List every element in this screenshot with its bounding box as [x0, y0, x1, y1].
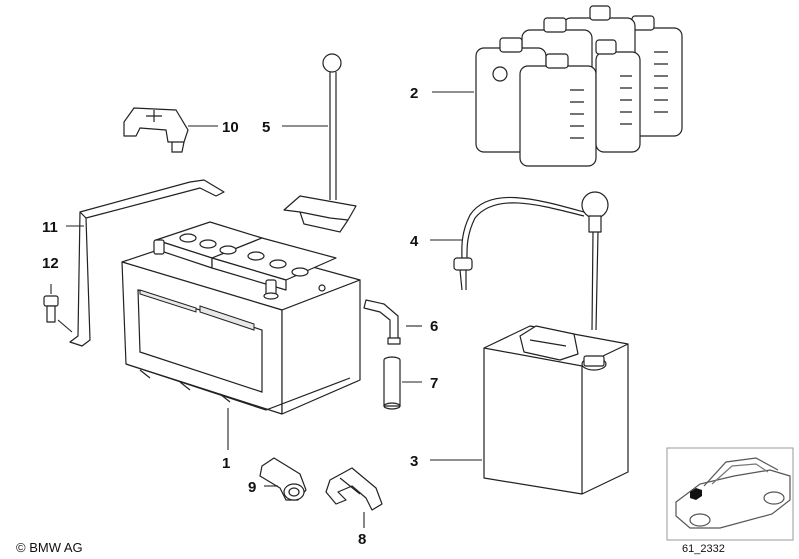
part-6-vent-elbow[interactable]	[363, 299, 401, 345]
vehicle-location-inset	[666, 447, 794, 541]
copyright-text: © BMW AG	[16, 540, 83, 555]
callout-8: 8	[358, 531, 366, 548]
callout-6: 6	[430, 318, 438, 335]
leader-lines	[50, 91, 482, 528]
callout-11: 11	[42, 219, 58, 236]
callout-4: 4	[410, 233, 419, 250]
part-12-bolt[interactable]	[43, 295, 59, 323]
callout-9: 9	[248, 479, 256, 496]
callout-7: 7	[430, 375, 438, 392]
drawing-reference: 61_2332	[682, 543, 725, 555]
part-11-hold-down-strap[interactable]	[69, 179, 225, 347]
callout-10: 10	[222, 119, 239, 136]
part-3-canister[interactable]	[483, 325, 629, 495]
part-5-fill-tool[interactable]	[283, 53, 357, 233]
bottle-front-mid	[519, 53, 597, 167]
part-8-cable-clip[interactable]	[325, 467, 383, 511]
callout-2: 2	[410, 85, 418, 102]
callout-12: 12	[42, 255, 59, 272]
part-9-terminal-clamp[interactable]	[259, 457, 307, 501]
callout-5: 5	[262, 119, 270, 136]
part-2-water-bottles[interactable]	[475, 5, 683, 167]
callout-labels: 1 2 3 4 5 6 7 8 9 10 11 12	[42, 85, 438, 548]
part-7-vent-tube[interactable]	[383, 356, 401, 410]
callout-3: 3	[410, 453, 418, 470]
part-10-terminal-cover[interactable]	[123, 107, 189, 153]
part-1-battery[interactable]	[121, 221, 361, 415]
callout-1: 1	[222, 455, 230, 472]
battery-location-marker	[690, 488, 702, 500]
bottle-front-right	[595, 39, 641, 153]
part-4-fill-hose[interactable]	[453, 191, 609, 331]
